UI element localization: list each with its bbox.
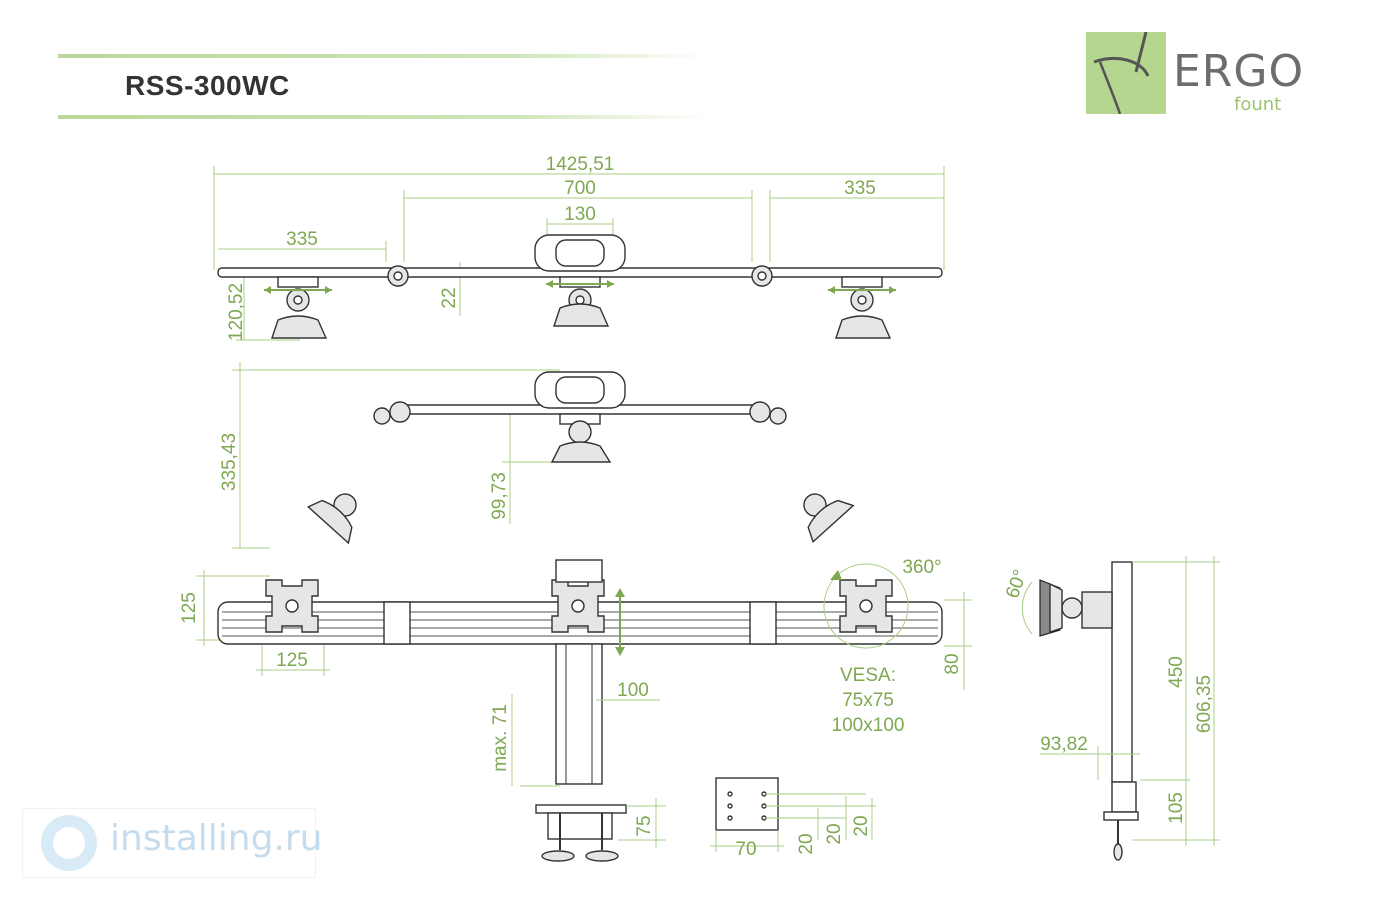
dim-spacing-b: 20	[824, 823, 845, 844]
dim-rotation: 360°	[902, 557, 941, 578]
dim-clamp-height: 75	[634, 815, 655, 836]
plate-view: 70 20 20 20	[710, 777, 876, 860]
dim-rail-offset: 22	[439, 287, 460, 308]
dim-angled-depth: 335,43	[219, 433, 240, 491]
dim-side-span-right: 335	[844, 178, 876, 199]
logo-icon	[1086, 32, 1166, 114]
vesa-label: VESA:	[840, 665, 896, 686]
dim-spacing-c: 20	[851, 815, 872, 836]
vesa-size-2: 100x100	[832, 715, 905, 736]
dim-spacing-a: 20	[796, 833, 817, 854]
logo-sub: fount	[1234, 94, 1282, 115]
angled-view: 335,43 99,73	[219, 362, 895, 549]
dim-height-450: 450	[1166, 656, 1187, 688]
dim-pole-extension: max. 71	[490, 704, 511, 772]
front-view: 125 125 80 360° VESA: 75x75 100x100	[179, 557, 972, 862]
vesa-size-1: 75x75	[842, 690, 894, 711]
dim-center-span: 700	[564, 178, 596, 199]
dim-pole-width: 100	[617, 680, 649, 701]
dim-plate-width: 70	[735, 839, 756, 860]
side-view: 60° 450 606,35 93,82 105	[1002, 556, 1220, 861]
watermark-text: installing.ru	[110, 818, 323, 859]
dim-side-span-left: 335	[286, 229, 318, 250]
dim-clamp: 105	[1166, 792, 1187, 824]
dim-depth: 120,52	[226, 283, 247, 341]
dim-total-width: 1425,51	[546, 154, 615, 175]
dim-center-depth: 99,73	[489, 472, 510, 520]
dim-height-total: 606,35	[1194, 675, 1215, 733]
watermark-box	[22, 808, 316, 878]
model-title: RSS-300WC	[125, 70, 290, 101]
dim-mount-width: 125	[276, 650, 308, 671]
watermark-icon	[41, 815, 97, 871]
dim-mount-height: 125	[179, 592, 200, 624]
top-view: 1425,51 700 335 335 130 120,52 22	[213, 154, 945, 341]
dim-bar-height: 80	[942, 653, 963, 674]
title-rule-bottom	[58, 115, 708, 119]
dim-tilt: 60°	[1002, 567, 1032, 601]
dim-offset: 93,82	[1040, 734, 1088, 755]
dim-bracket-width: 130	[564, 204, 596, 225]
title-rule-top	[58, 54, 708, 58]
logo-brand: ERGO	[1173, 46, 1305, 97]
